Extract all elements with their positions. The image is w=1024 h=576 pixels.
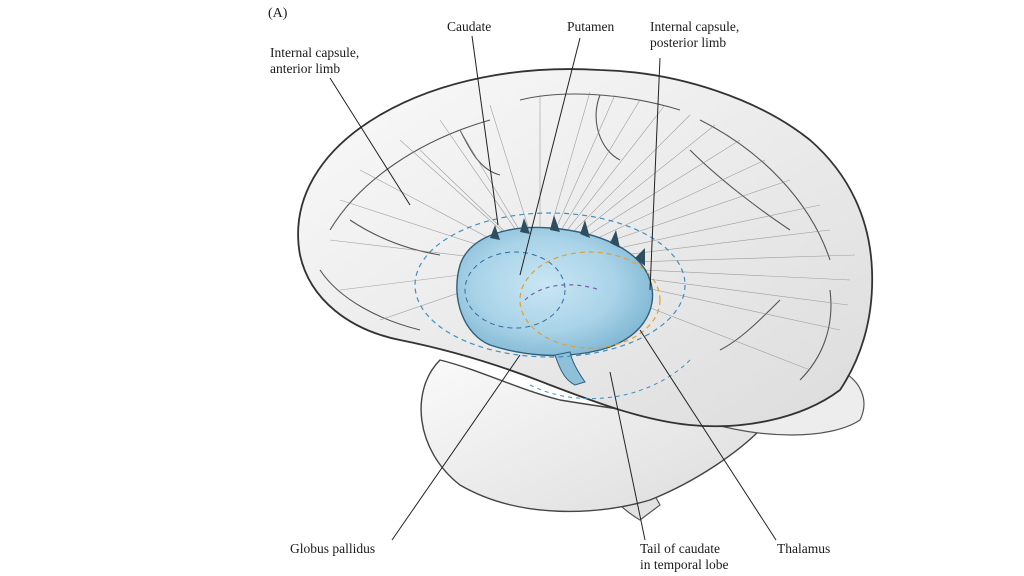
label-line: posterior limb (650, 35, 727, 50)
gyri-lines (319, 93, 832, 381)
caudate-dashed-outline (414, 212, 686, 358)
globus-pallidus-stalk (554, 351, 586, 386)
label-line: Internal capsule, (270, 45, 360, 60)
purple-dashed-arc (524, 284, 601, 301)
label-caudate: Caudate (447, 19, 492, 34)
panel-label: (A) (268, 6, 288, 21)
label-internal-capsule-posterior-limb: Internal capsule, posterior limb (650, 19, 739, 51)
label-line: anterior limb (270, 61, 341, 76)
label-line: Internal capsule, (650, 19, 740, 34)
label-line: in temporal lobe (640, 557, 729, 572)
label-thalamus: Thalamus (777, 541, 831, 556)
label-tail-of-caudate: Tail of caudate in temporal lobe (640, 541, 728, 573)
label-globus-pallidus: Globus pallidus (290, 541, 376, 556)
basal-ganglia-spikes (490, 215, 645, 266)
temporal-lobe (420, 359, 762, 513)
label-internal-capsule-anterior-limb: Internal capsule, anterior limb (270, 45, 359, 77)
inner-dashed-outline (464, 251, 566, 329)
label-line: Tail of caudate (640, 541, 721, 556)
basal-ganglia-mass (456, 226, 654, 357)
leader-lines (329, 35, 777, 541)
label-putamen: Putamen (567, 19, 615, 34)
thalamus-dashed-outline (519, 251, 661, 349)
